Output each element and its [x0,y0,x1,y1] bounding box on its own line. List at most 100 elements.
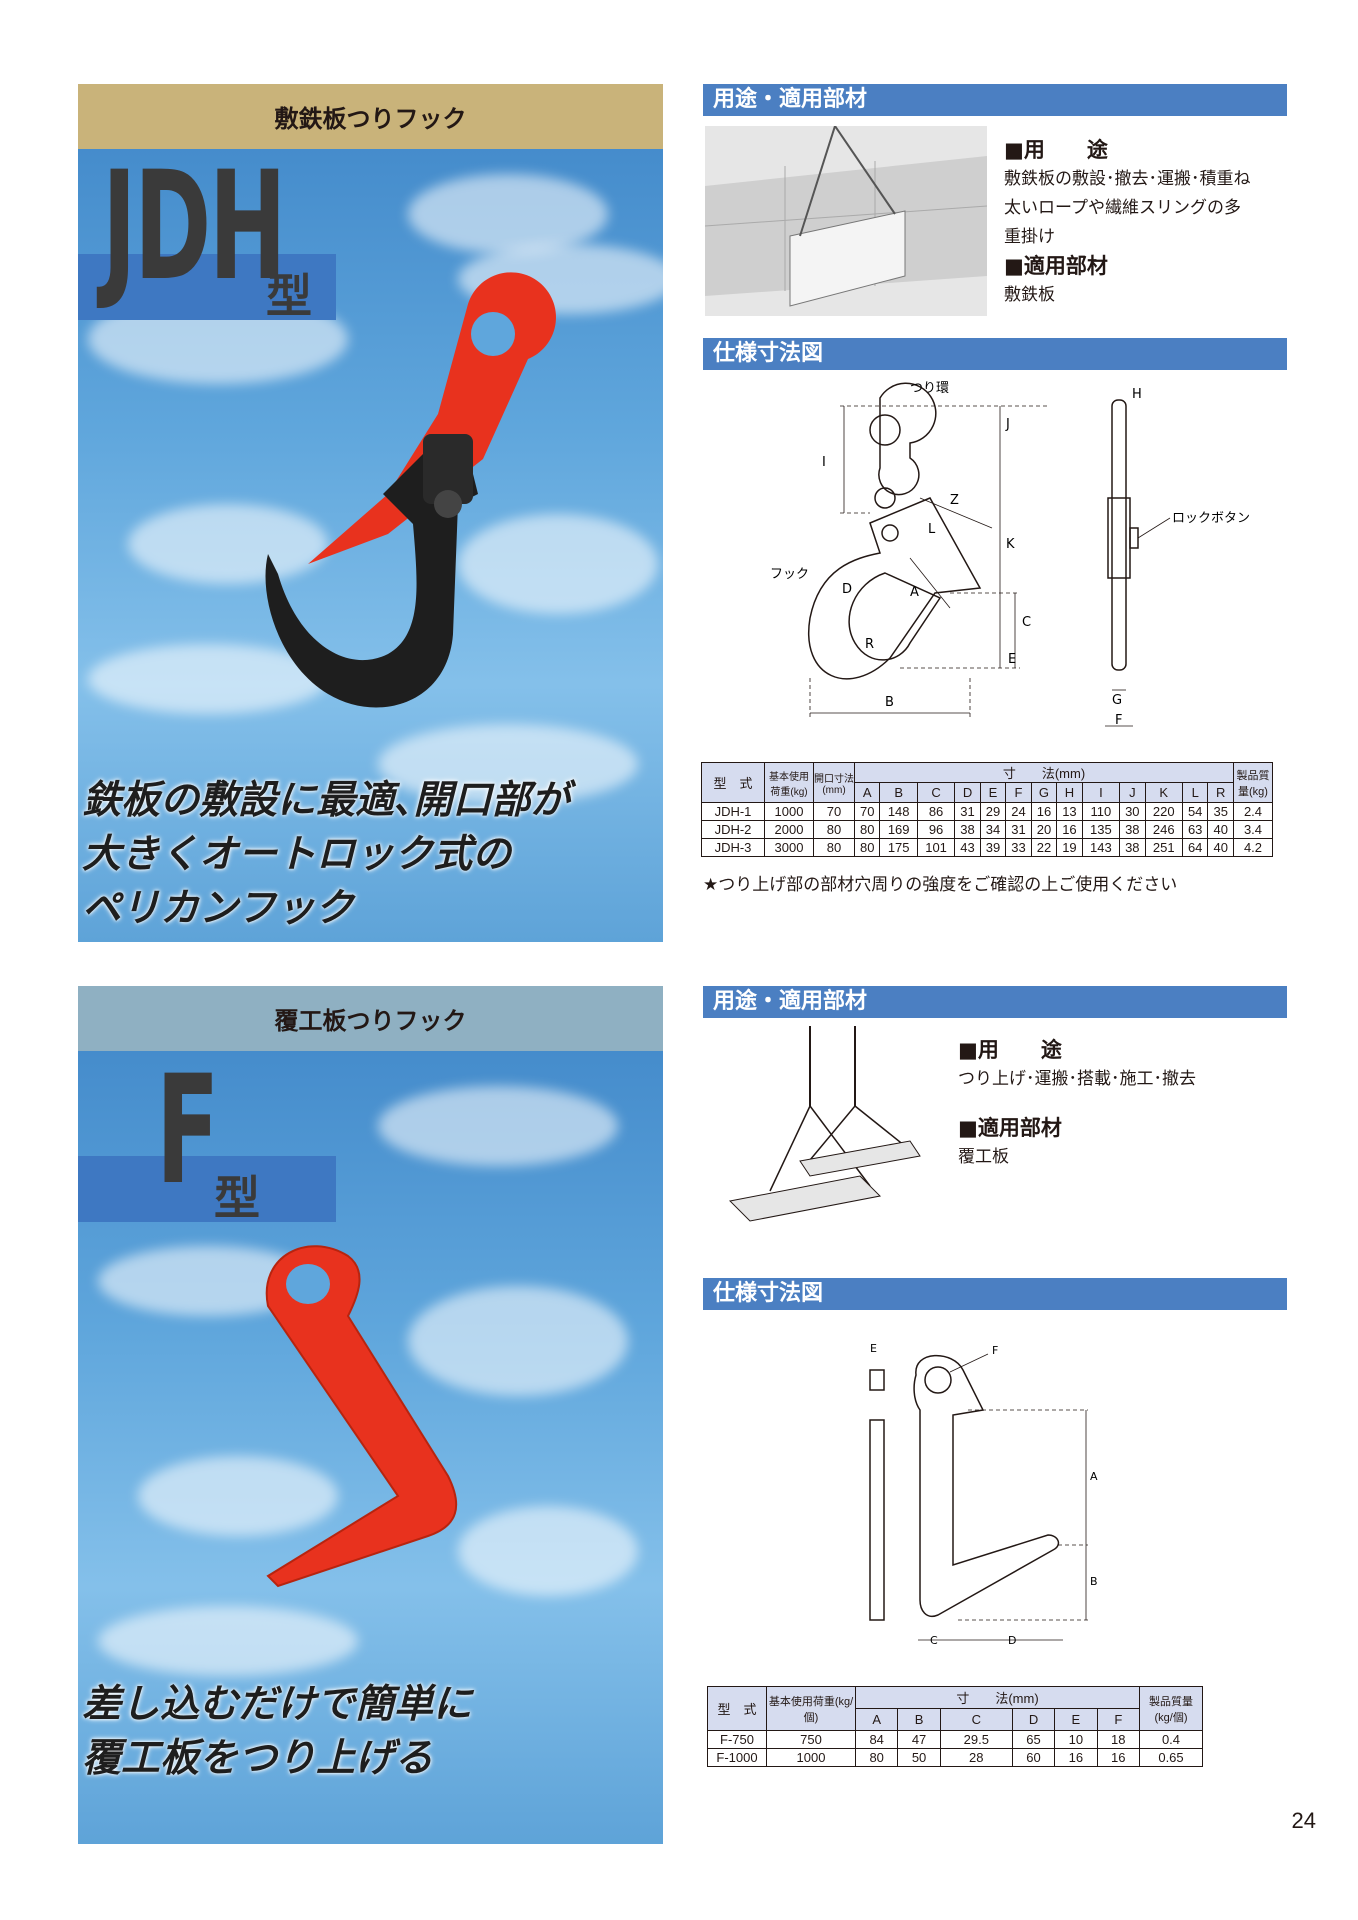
table-cell-dim: 220 [1144,802,1183,821]
jdh-usage-text: ■用 途 敷鉄板の敷設･撤去･運搬･積重ね 太いロープや繊維スリングの多 重掛け… [1004,136,1294,310]
jdh-material-title: ■適用部材 [1004,254,1108,278]
f-category-band: 覆工板つりフック [78,986,663,1051]
table-cell-dim: 246 [1144,820,1183,839]
f-label-b: B [1090,1575,1098,1588]
table-cell-mass: 0.4 [1139,1730,1203,1749]
jdh-label-g: G [1112,693,1122,708]
jdh-usage-title: ■用 途 [1004,138,1108,162]
jdh-th-mass: 製品質量(kg) [1233,762,1273,803]
f-th-dims: 寸 法(mm) [855,1686,1140,1709]
f-dim-col-header: E [1054,1708,1098,1731]
jdh-dim-col-header: L [1181,782,1209,803]
f-model-suffix: 型 [214,1171,260,1225]
f-dim-col-header: D [1011,1708,1056,1731]
jdh-label-d: D [842,582,852,597]
table-cell-dim: 101 [916,838,956,857]
f-type-box [78,1156,336,1222]
f-usage-text: ■用 途 つり上げ･運搬･搭載･施工･撤去 ■適用部材 覆工板 [958,1036,1278,1172]
jdh-label-b: B [885,695,894,710]
f-dim-col-header: F [1096,1708,1141,1731]
f-material-text: 覆工板 [958,1147,1009,1167]
table-cell-dim: 70 [853,802,881,821]
jdh-label-f: F [1115,713,1122,728]
table-cell-dim: 18 [1096,1730,1141,1749]
table-cell-dim: 20 [1030,820,1058,839]
table-cell-dim: 10 [1054,1730,1098,1749]
jdh-label-r: R [865,637,874,652]
f-th-load: 基本使用荷重(kg/個) [766,1686,856,1731]
table-cell-dim: 84 [854,1730,899,1749]
table-cell-dim: 16 [1054,1748,1098,1767]
jdh-th-load: 基本使用荷重(kg) [764,762,814,803]
jdh-model-letters: JDH [102,140,287,314]
table-cell-dim: 175 [879,838,918,857]
jdh-dim-col-header: I [1081,782,1121,803]
table-cell-dim: 148 [879,802,918,821]
jdh-dim-col-header: D [954,782,981,803]
table-cell-dim: 40 [1207,838,1234,857]
jdh-label-e: E [1008,652,1016,667]
table-cell-dim: 16 [1030,802,1058,821]
table-cell-dim: 251 [1144,838,1183,857]
f-slogan-line: 差し込むだけで簡単に [82,1682,473,1727]
jdh-label-z: Z [950,493,959,508]
jdh-category-title: 敷鉄板つりフック [274,105,467,133]
jdh-dim-col-header: G [1030,782,1058,803]
table-cell-dim: 39 [979,838,1007,857]
table-cell-mass: 4.2 [1233,838,1273,857]
jdh-usage-line: 太いロープや繊維スリングの多 [1004,198,1241,218]
table-cell-dim: 28 [939,1748,1013,1767]
jdh-label-h: H [1132,387,1142,402]
f-dim-col-header: C [939,1708,1013,1731]
f-label-a: A [1090,1470,1098,1483]
f-label-f: F [992,1344,998,1357]
jdh-model-suffix: 型 [266,269,312,323]
table-cell-open: 70 [813,802,855,821]
table-cell-dim: 35 [1207,802,1234,821]
table-cell-dim: 13 [1056,802,1083,821]
table-cell-load: 1000 [766,1748,856,1767]
table-cell-dim: 65 [1011,1730,1056,1749]
table-cell-dim: 24 [1005,802,1032,821]
table-cell-dim: 16 [1096,1748,1141,1767]
jdh-dim-col-header: A [853,782,881,803]
table-cell-dim: 80 [853,820,881,839]
table-cell-dim: 80 [853,838,881,857]
f-slogan: 差し込むだけで簡単に 覆工板をつり上げる [82,1678,472,1786]
table-cell-dim: 30 [1119,802,1146,821]
table-cell-dim: 40 [1207,820,1234,839]
f-label-c: C [930,1634,938,1647]
table-cell-open: 80 [813,838,855,857]
f-th-model: 型 式 [707,1686,767,1731]
table-cell-dim: 29.5 [939,1730,1013,1749]
jdh-dim-col-header: H [1056,782,1083,803]
table-cell-mass: 0.65 [1139,1748,1203,1767]
jdh-label-hook: フック [770,567,809,582]
table-cell-dim: 63 [1181,820,1209,839]
jdh-label-lock: ロックボタン [1172,511,1250,526]
table-cell-open: 80 [813,820,855,839]
table-cell-dim: 43 [954,838,981,857]
table-cell-load: 3000 [764,838,814,857]
jdh-label-i: I [822,455,826,470]
table-cell-dim: 96 [916,820,956,839]
jdh-dim-col-header: K [1144,782,1183,803]
jdh-slogan-line: 大きくオートロック式の [82,832,512,877]
jdh-dim-col-header: R [1207,782,1234,803]
table-cell-dim: 50 [897,1748,941,1767]
table-cell-load: 750 [766,1730,856,1749]
jdh-label-l: L [928,522,936,537]
f-material-title: ■適用部材 [958,1116,1062,1140]
table-cell-dim: 80 [854,1748,899,1767]
table-cell-dim: 86 [916,802,956,821]
table-cell-dim: 33 [1005,838,1032,857]
jdh-usage-illustration [705,126,987,316]
jdh-dim-col-header: J [1119,782,1146,803]
table-cell-model: JDH-1 [701,802,765,821]
table-cell-dim: 29 [979,802,1007,821]
jdh-dim-col-header: F [1005,782,1032,803]
table-cell-load: 2000 [764,820,814,839]
table-cell-model: F-750 [707,1730,767,1749]
